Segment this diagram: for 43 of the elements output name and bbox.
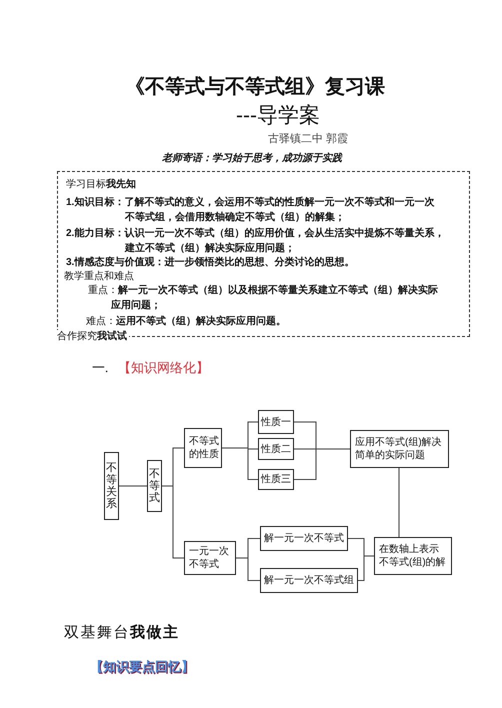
connector-line [358, 556, 374, 581]
key-point-text: 重点：解一元一次不等式（组）以及根据不等量关系建立不等式（组）解决实际应用问题； [88, 283, 439, 313]
connector-line [236, 558, 260, 581]
concept-box [104, 452, 119, 520]
concept-box [374, 537, 452, 575]
concept-label: 不等式的性质 [189, 435, 220, 461]
section-title: 【知识要点回忆】 [90, 658, 194, 676]
concept-label: 不等式 [149, 468, 160, 504]
concept-label: 性质三 [261, 473, 291, 486]
concept-label: 解一元一次不等式组 [264, 574, 354, 587]
objective-text: 1.知识目标：了解不等式的意义，会运用不等式的性质解一元一次不等式和一元一次不等式组，会借用数轴确定不等式（组）的解集； [66, 195, 436, 225]
author-line: 古驿镇二中 郭霞 [268, 132, 348, 147]
concept-box [258, 410, 294, 434]
page-title: 《不等式与不等式组》复习课 [125, 75, 385, 99]
subtitle: ---导学案 [236, 104, 320, 128]
concept-label: 应用不等式(组)解决简单的实际问题 [355, 436, 443, 462]
key-point-text: 难点：运用不等式（组）解决实际应用问题。 [86, 314, 286, 329]
concept-label: 性质一 [261, 416, 291, 428]
concept-box [184, 428, 222, 468]
concept-label: 不等关系 [106, 462, 117, 510]
concept-box [258, 438, 294, 460]
motto-text: 老师寄语：学习始于思考，成功源于实践 [162, 152, 342, 166]
concept-label: 性质二 [261, 442, 291, 456]
section-title: 【知识网络化】 [118, 360, 209, 376]
concept-box [260, 526, 348, 551]
concept-label: 解一元一次不等式 [264, 532, 344, 545]
concept-box [350, 430, 449, 468]
connector-line [294, 448, 350, 480]
objective-text: 2.能力目标：认识一元一次不等式（组）的应用价值，会从生活实中提炼不等量关系，建立不等式（组）解决实际应用问题； [66, 226, 446, 256]
concept-box [260, 568, 358, 593]
concept-label: 在数轴上表示不等式(组)的解 [379, 543, 447, 569]
connector-line [162, 486, 184, 558]
concept-box [184, 541, 236, 575]
concept-box [147, 460, 162, 512]
connector-line [222, 448, 258, 480]
section-heading: 双基舞台我做主 [64, 624, 180, 642]
section-number: 一. [92, 360, 108, 376]
section-heading: 教学重点和难点 [64, 270, 134, 284]
objective-text: 3.情感态度与价值观：进一步领悟类比的思想、分类讨论的思想。 [66, 255, 354, 270]
concept-box [258, 469, 294, 490]
connector-line [398, 468, 400, 538]
concept-label: 一元一次不等式 [189, 545, 230, 571]
section-heading: 学习目标我先知 [66, 178, 136, 192]
